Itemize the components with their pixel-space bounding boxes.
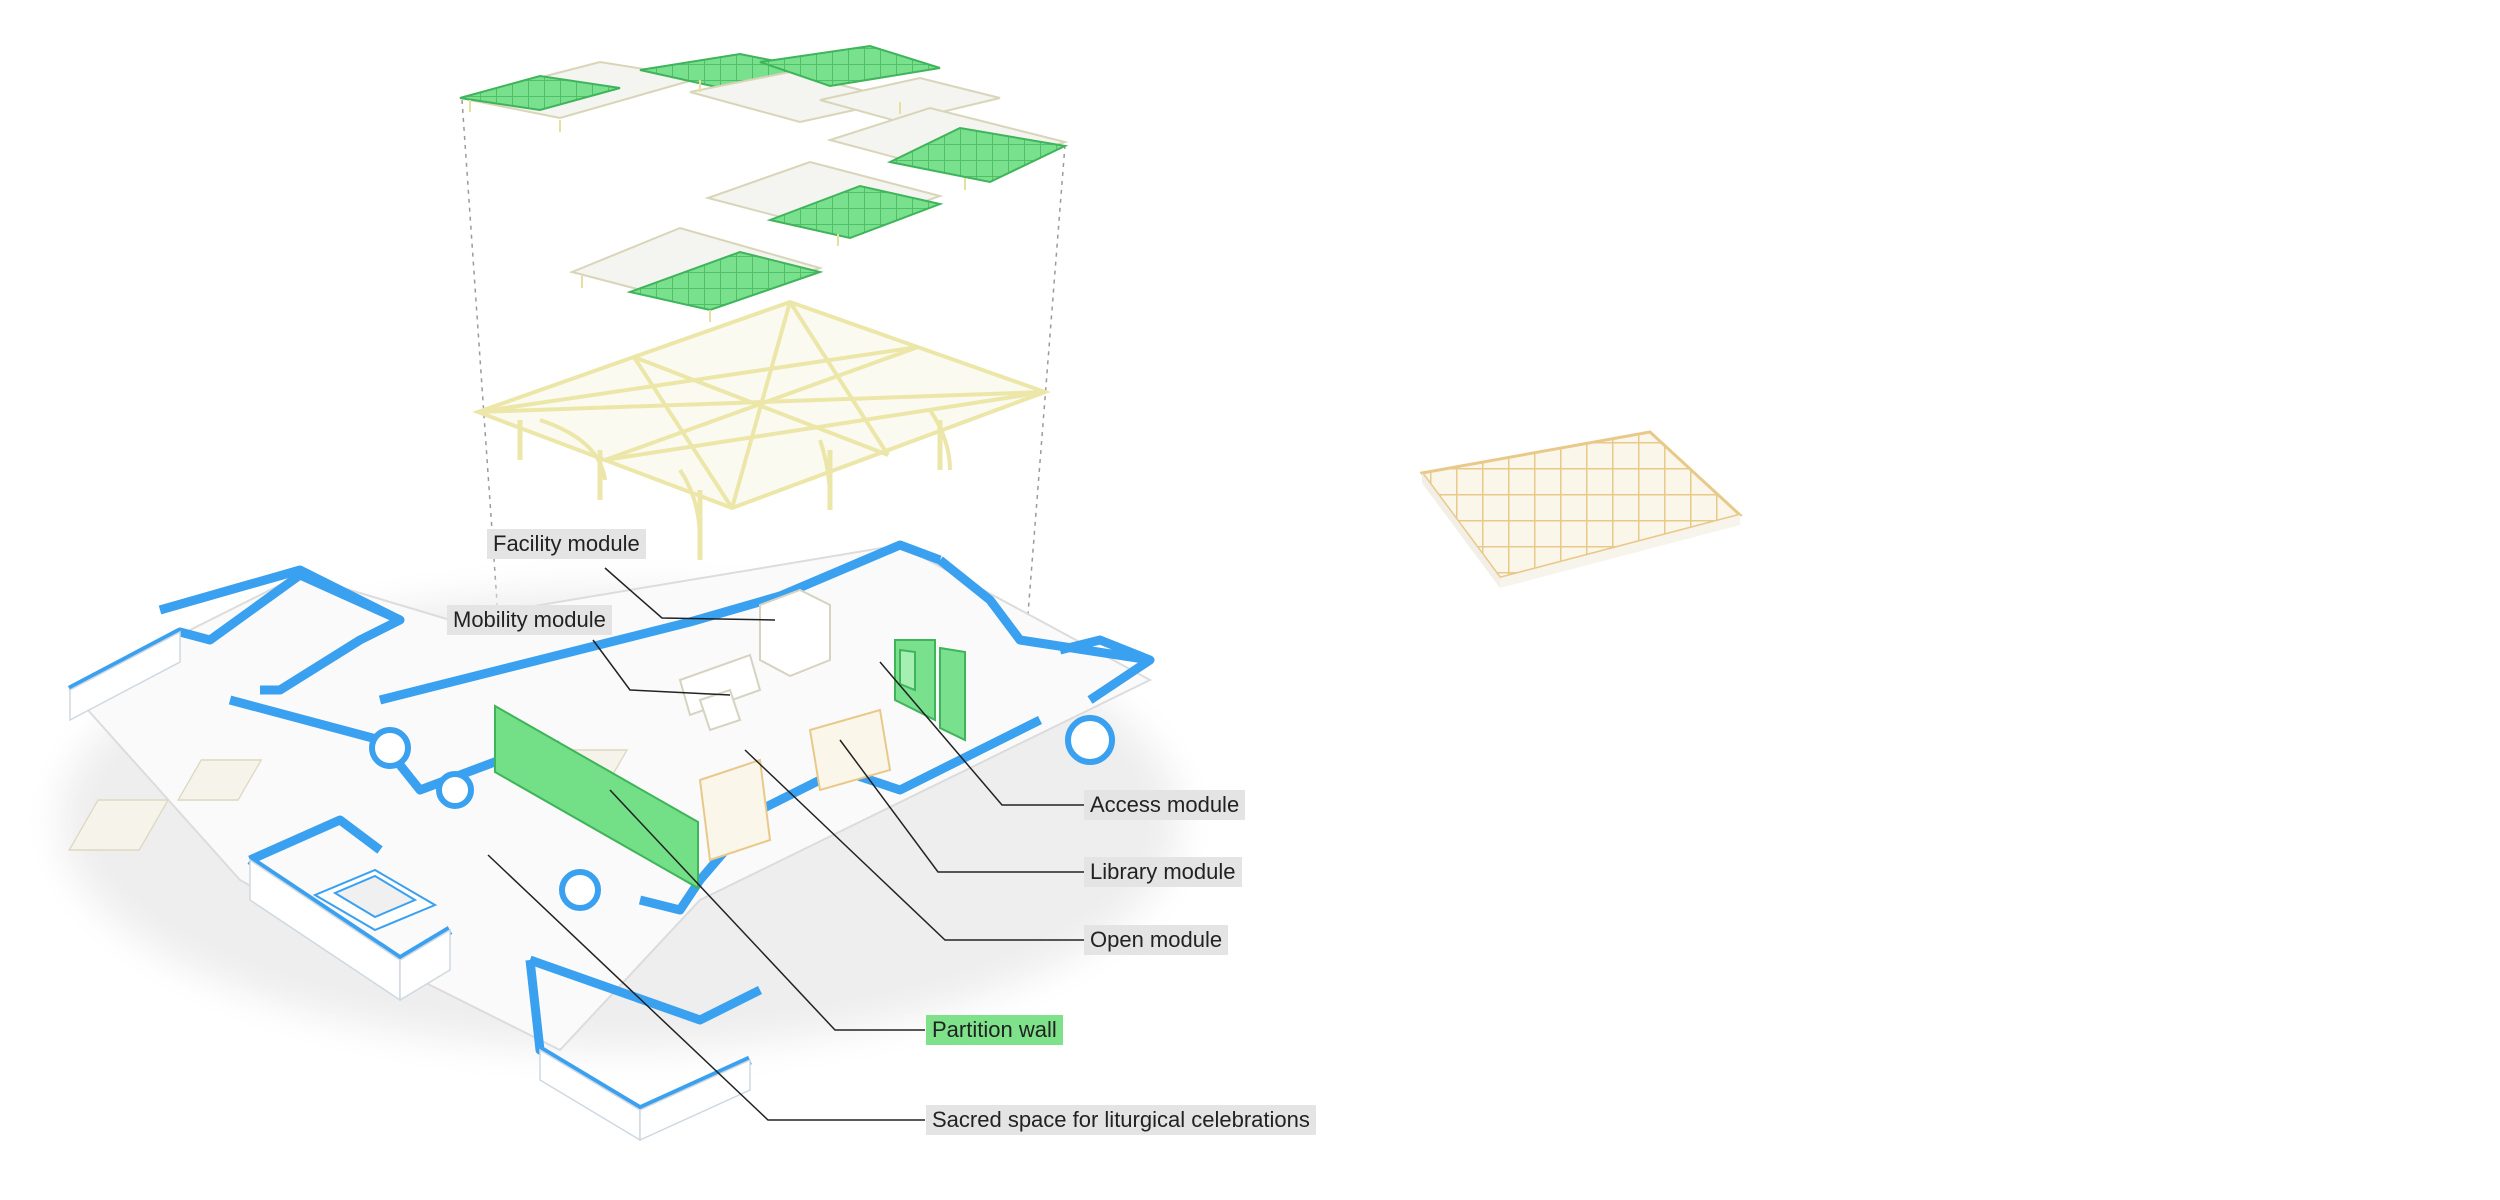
partition-wall-shape [494, 704, 699, 890]
label-facility-module: Facility module [487, 529, 646, 559]
label-access-module: Access module [1084, 790, 1246, 820]
label-sacred-space: Sacred space for liturgical celebrations [926, 1105, 1316, 1135]
leader-lines [487, 567, 1085, 1121]
grid-floor-tile [1419, 430, 1744, 588]
roof-layer [459, 44, 1069, 322]
label-partition-wall: Partition wall [926, 1015, 1063, 1045]
label-open-module: Open module [1084, 925, 1229, 955]
label-mobility-module: Mobility module [447, 605, 612, 635]
structure-layer [472, 299, 1051, 560]
label-library-module: Library module [1084, 857, 1242, 887]
floor-plan-layer [60, 540, 1180, 1142]
